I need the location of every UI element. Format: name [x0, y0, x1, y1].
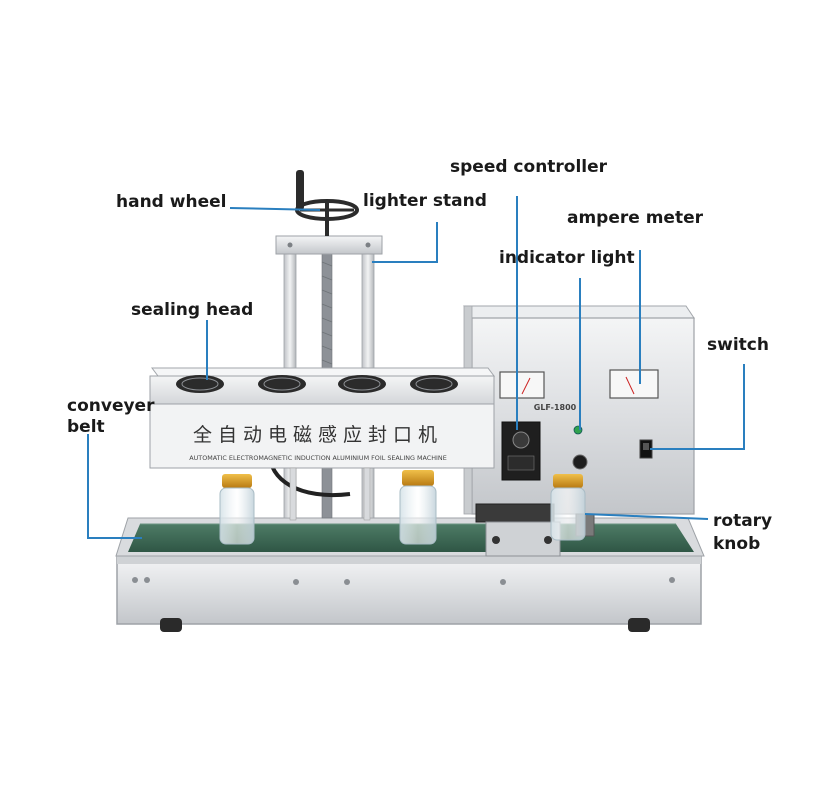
jar [399, 470, 437, 545]
label-conveyer-belt-line2: belt [67, 417, 105, 437]
label-switch: switch [707, 335, 769, 355]
speed-meter [499, 371, 545, 399]
base-frame [116, 555, 702, 632]
fan-icon [410, 375, 458, 393]
leader-hand-wheel [229, 207, 321, 211]
leader-switch [650, 364, 745, 450]
leader-lines [87, 196, 745, 539]
foot [628, 618, 650, 632]
sealing-head: 全自动电磁感应封口机 AUTOMATIC ELECTROMAGNETIC IND… [149, 367, 495, 469]
hand-wheel [295, 170, 359, 236]
label-lighter-stand: lighter stand [363, 191, 487, 211]
label-indicator-light: indicator light [499, 248, 635, 268]
label-rotary-knob-line2: knob [713, 534, 761, 554]
fan-icon [258, 375, 306, 393]
label-conveyer-belt-line1: conveyer [67, 396, 155, 416]
label-hand-wheel: hand wheel [116, 192, 227, 212]
leader-conveyer-belt [87, 434, 142, 539]
machine-chinese-name: 全自动电磁感应封口机 [193, 424, 443, 446]
jar [550, 474, 586, 541]
cooling-fans [176, 375, 458, 393]
rotary-knob[interactable] [572, 454, 588, 470]
foot [160, 618, 182, 632]
label-rotary-knob-line1: rotary [713, 511, 773, 531]
label-ampere-meter: ampere meter [567, 208, 703, 228]
label-sealing-head: sealing head [131, 300, 254, 320]
leader-lighter-stand [372, 222, 438, 263]
machine-english-name: AUTOMATIC ELECTROMAGNETIC INDUCTION ALUM… [189, 454, 447, 462]
model-label: GLF-1800 [534, 403, 577, 412]
label-speed-controller: speed controller [450, 157, 608, 177]
leader-rotary-knob [584, 513, 709, 520]
speed-controller[interactable] [501, 421, 541, 481]
fan-icon [338, 375, 386, 393]
jar [219, 474, 255, 545]
fan-icon [176, 375, 224, 393]
